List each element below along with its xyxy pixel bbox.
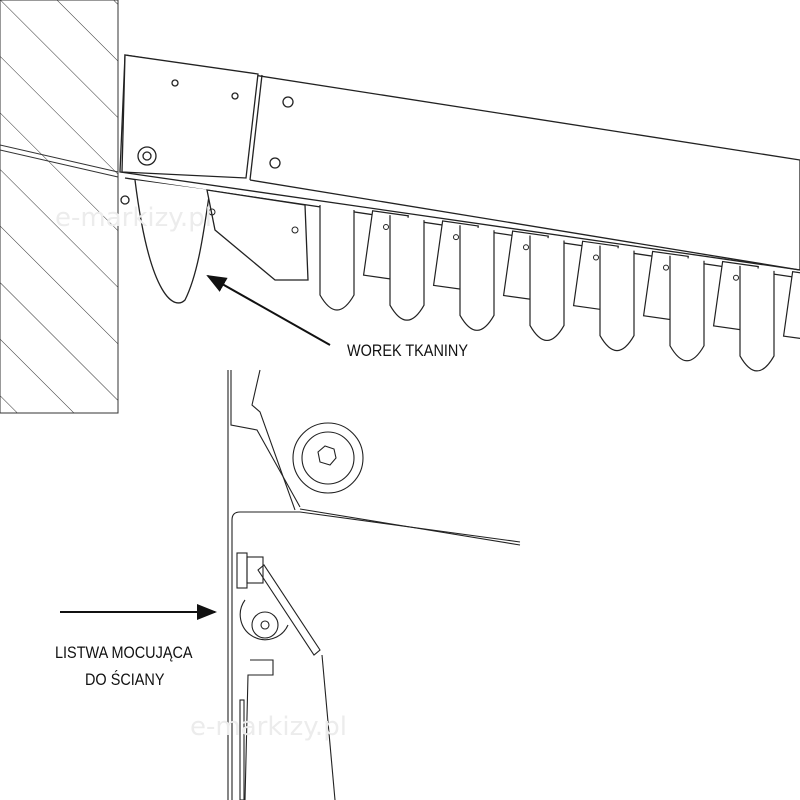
end-plate: [206, 189, 309, 281]
fabric-bag-arrow: [206, 275, 331, 346]
fabric-loop: [529, 235, 565, 342]
fabric-bag: [134, 179, 211, 304]
rivet: [733, 274, 739, 281]
fabric-loop: [389, 215, 425, 321]
rivet: [383, 224, 389, 230]
rivet: [593, 254, 599, 261]
fabric-loop: [319, 205, 355, 311]
wall-section: [0, 0, 119, 414]
fabric-loop: [459, 225, 495, 331]
fabric-loop: [739, 265, 775, 372]
fabric-slats: [319, 205, 800, 372]
detail-view: [227, 369, 521, 800]
slat-plate: [782, 271, 800, 342]
fabric-loop: [599, 245, 635, 352]
fabric-loop: [669, 255, 705, 362]
watermark-top: e-markizy.pl: [55, 203, 212, 233]
mounting-line: [0, 144, 119, 178]
wall-strip-label-line2: DO ŚCIANY: [85, 670, 165, 689]
fabric-bag-label: WOREK TKANINY: [347, 341, 468, 360]
wall-strip-label-line1: LISTWA MOCUJĄCA: [55, 643, 193, 662]
watermark-bottom: e-markizy.pl: [190, 712, 347, 742]
rivet: [453, 234, 459, 241]
rivet: [523, 244, 529, 251]
rivet: [663, 264, 669, 271]
